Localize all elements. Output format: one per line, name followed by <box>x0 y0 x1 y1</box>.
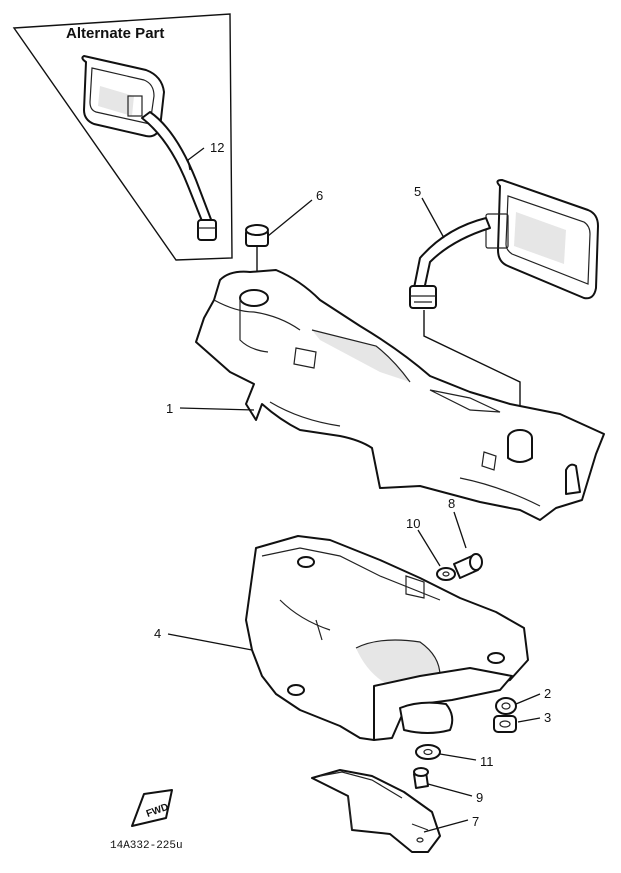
leader-5 <box>421 197 445 239</box>
callout-12: 12 <box>210 140 224 155</box>
leader-8 <box>453 511 467 549</box>
washer-11 <box>415 744 441 760</box>
bolt-8 <box>453 553 483 579</box>
leader-3 <box>517 717 541 723</box>
callout-7: 7 <box>472 814 479 829</box>
alternate-part-inset: Alternate Part <box>12 13 233 261</box>
fwd-arrow: FWD <box>131 789 173 827</box>
leader-7 <box>423 819 469 833</box>
leader-lines <box>167 147 541 833</box>
callout-1: 1 <box>166 401 173 416</box>
inset-title: Alternate Part <box>66 25 164 42</box>
screw-9 <box>413 767 429 789</box>
callout-4: 4 <box>154 626 161 641</box>
leader-4 <box>167 633 253 651</box>
alternate-mirror <box>81 55 217 241</box>
callout-5: 5 <box>414 184 421 199</box>
bracket-7 <box>311 769 441 853</box>
callout-3: 3 <box>544 710 551 725</box>
drawing-code: 14A332-225u <box>110 840 183 852</box>
callout-10: 10 <box>406 516 420 531</box>
callout-11: 11 <box>480 754 494 769</box>
upper-handlebar-cover <box>195 269 605 521</box>
callout-2: 2 <box>544 686 551 701</box>
callout-labels: 12 6 5 1 8 10 4 2 3 11 9 7 <box>154 140 551 829</box>
callout-9: 9 <box>476 790 483 805</box>
leader-9 <box>427 783 473 797</box>
leader-12 <box>187 147 205 171</box>
callout-8: 8 <box>448 496 455 511</box>
inset-frame <box>12 13 233 261</box>
leader-1 <box>179 407 255 411</box>
washer-10 <box>436 567 456 581</box>
leader-10 <box>417 529 441 567</box>
leader-2 <box>515 693 541 705</box>
callout-6: 6 <box>316 188 323 203</box>
lower-handlebar-cover <box>245 535 529 741</box>
leader-6 <box>267 199 313 237</box>
grommet-3 <box>493 715 517 733</box>
leader-11 <box>439 753 477 761</box>
nut-2 <box>495 697 517 715</box>
